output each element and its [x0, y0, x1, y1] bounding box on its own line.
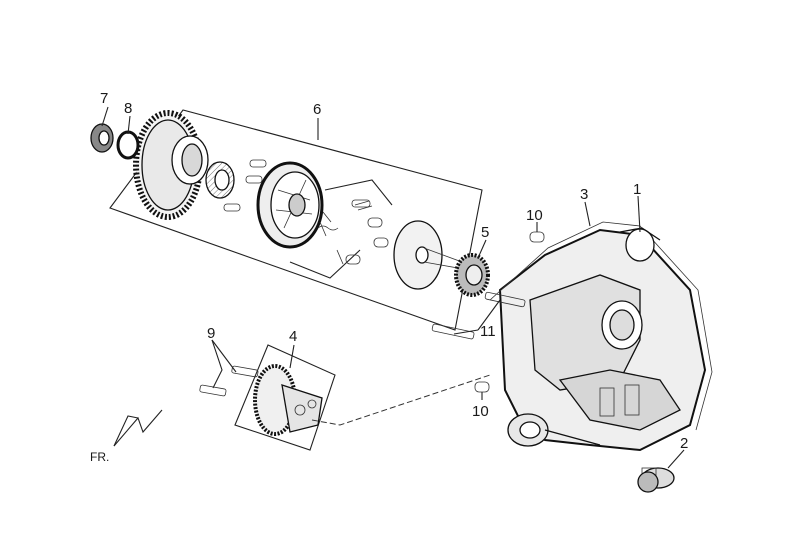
callout-10-top: 10 — [526, 207, 543, 224]
callout-10-bottom: 10 — [472, 403, 489, 420]
idle-gear — [454, 253, 490, 297]
front-direction-arrow-icon — [113, 409, 163, 447]
group-box-oil-pump — [234, 344, 336, 451]
front-direction-label: FR. — [90, 450, 109, 464]
clutch-plate — [393, 220, 463, 290]
callout-8: 8 — [124, 100, 132, 117]
crankcase-right — [489, 221, 713, 452]
leader-lines — [101, 106, 685, 469]
callout-7: 7 — [100, 90, 108, 107]
assembly-axis-line — [311, 374, 491, 426]
small-pins-a — [223, 159, 267, 212]
callout-1: 1 — [633, 181, 641, 198]
starter-driven-gear — [133, 110, 209, 220]
bushing — [637, 467, 675, 493]
case-bolt-lower — [431, 323, 475, 340]
springs-and-rollers — [289, 179, 393, 279]
dowel-pin-top — [529, 231, 545, 243]
callout-6: 6 — [313, 101, 321, 118]
callout-2: 2 — [680, 435, 688, 452]
case-bolt-upper — [484, 291, 526, 308]
callout-5: 5 — [481, 224, 489, 241]
oil-pump — [253, 364, 323, 436]
callout-3: 3 — [580, 186, 588, 203]
oil-seal — [90, 123, 114, 153]
one-way-clutch — [256, 161, 324, 249]
washer — [116, 130, 140, 160]
dowel-pin-bottom — [474, 381, 490, 393]
callout-9: 9 — [207, 325, 215, 342]
callout-4: 4 — [289, 328, 297, 345]
needle-bearing — [205, 161, 235, 199]
callout-11: 11 — [480, 323, 496, 340]
pump-bolts — [199, 365, 259, 397]
